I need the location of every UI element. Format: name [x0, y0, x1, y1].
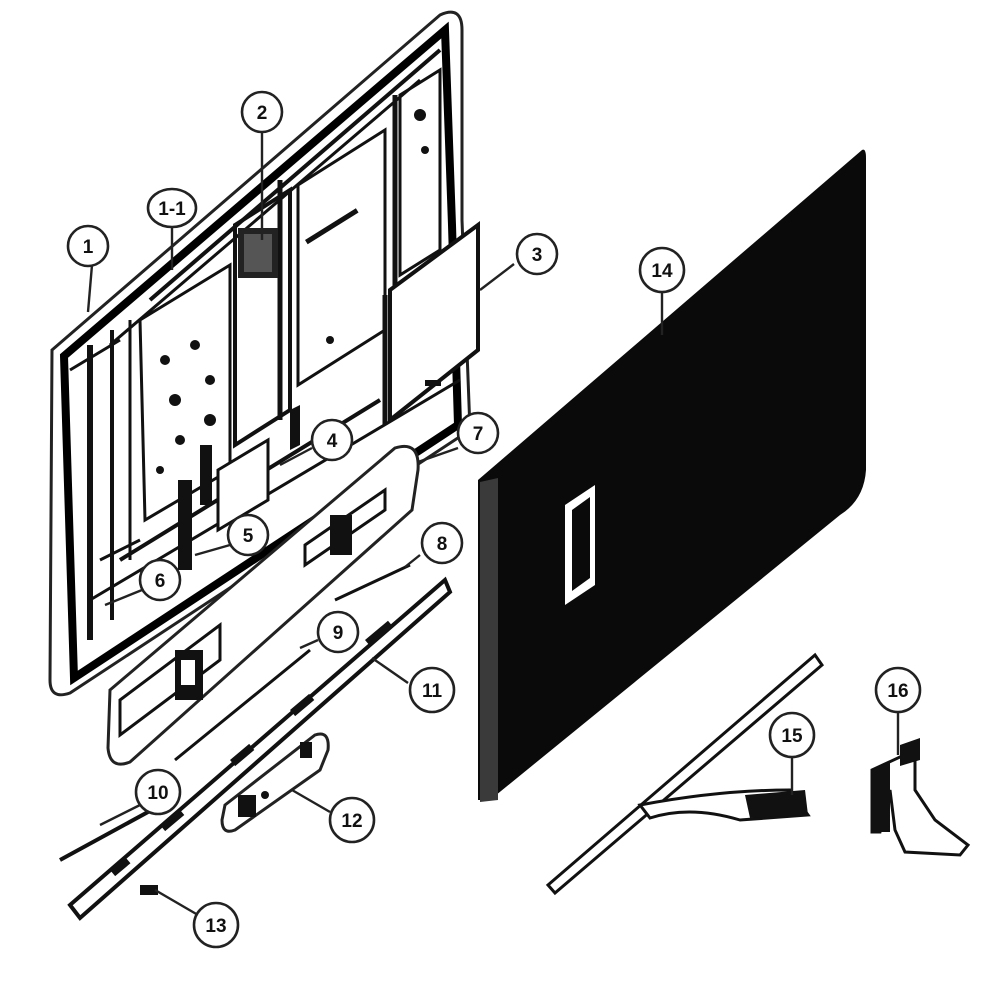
- callout-label: 6: [155, 571, 166, 592]
- callout-label: 7: [473, 424, 484, 445]
- control-bracket: [106, 444, 420, 766]
- callout-16: 16: [874, 666, 922, 714]
- callout-label: 1: [83, 237, 94, 258]
- callout-label: 2: [257, 103, 268, 124]
- callout-9: 9: [316, 610, 360, 654]
- callout-label: 8: [437, 534, 448, 555]
- button-board: [220, 732, 330, 833]
- side-board: [382, 221, 480, 425]
- callout-3: 3: [515, 232, 559, 276]
- callout-label: 10: [147, 783, 168, 804]
- callout-label: 9: [333, 623, 344, 644]
- callout-11: 11: [408, 666, 456, 714]
- callout-4: 4: [310, 418, 354, 462]
- callout-label: 5: [243, 526, 254, 547]
- callout-14: 14: [638, 246, 686, 294]
- callout-1-1: 1-1: [146, 187, 198, 229]
- callout-label: 12: [341, 811, 362, 832]
- callout-15: 15: [768, 711, 816, 759]
- stand-leg: [870, 738, 971, 857]
- callout-label: 3: [532, 245, 543, 266]
- callout-12: 12: [328, 796, 376, 844]
- callout-5: 5: [226, 513, 270, 557]
- stand: [545, 652, 825, 896]
- callout-8: 8: [420, 521, 464, 565]
- callout-1: 1: [66, 224, 110, 268]
- callout-10: 10: [134, 768, 182, 816]
- callout-7: 7: [456, 411, 500, 455]
- callout-6: 6: [138, 558, 182, 602]
- callout-2: 2: [240, 90, 284, 134]
- callout-label: 14: [651, 261, 673, 282]
- callout-label: 11: [422, 681, 443, 702]
- callout-label: 16: [887, 681, 908, 702]
- callout-label: 13: [205, 916, 226, 937]
- callout-13: 13: [192, 901, 240, 949]
- front-trims: [59, 563, 453, 921]
- callout-label: 1-1: [158, 199, 186, 220]
- leader-lines: [86, 132, 900, 917]
- display-panel: [478, 149, 866, 802]
- rear-chassis-frame: [48, 10, 472, 697]
- callout-label: 4: [327, 431, 338, 452]
- callout-label: 15: [781, 726, 803, 747]
- small-clip: [140, 885, 158, 895]
